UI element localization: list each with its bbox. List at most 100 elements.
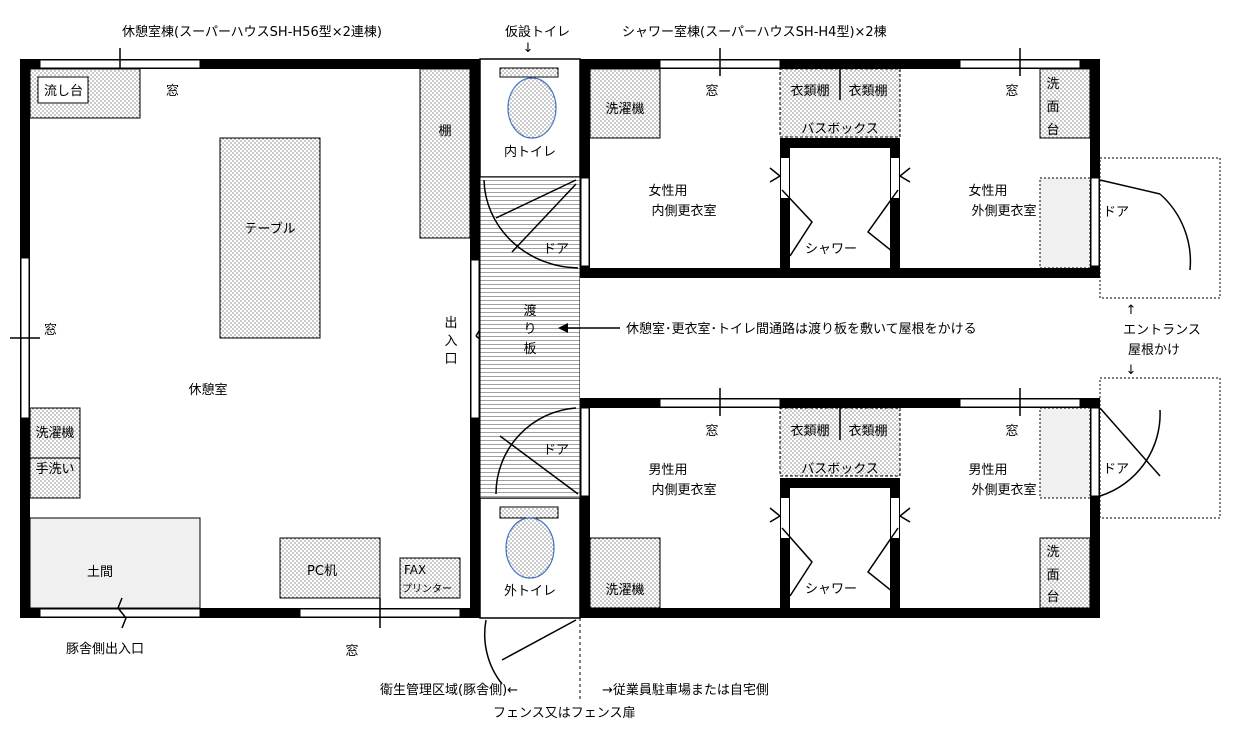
passage-note: 休憩室･更衣室･トイレ間通路は渡り板を敷いて屋根をかける bbox=[626, 321, 977, 337]
earth-floor-label: 土間 bbox=[87, 565, 113, 580]
basin-women-char-2: 面 bbox=[1046, 100, 1059, 115]
entrance-roof-men bbox=[1099, 377, 1221, 519]
shower-women-wall-right bbox=[890, 138, 900, 268]
entrance-char-1: 出 bbox=[444, 316, 457, 331]
window-label-men-inner: 窓 bbox=[705, 423, 718, 439]
entrance-roof-women bbox=[1099, 157, 1221, 299]
bridge-door-top-label: ドア bbox=[543, 242, 569, 257]
rest-room-label: 休憩室 bbox=[188, 382, 227, 398]
shower-women-door-left bbox=[781, 189, 813, 257]
sink-label: 流し台 bbox=[44, 84, 83, 99]
table-label: テーブル bbox=[244, 221, 295, 237]
men-door-landing bbox=[1039, 407, 1091, 499]
fence-door-leaf bbox=[501, 619, 577, 661]
shower-men-door-right bbox=[866, 527, 899, 597]
earth-floor bbox=[29, 517, 201, 609]
pc-desk-label: PC机 bbox=[307, 564, 337, 579]
washer-men bbox=[589, 537, 661, 609]
shower-women-opening-right bbox=[891, 158, 899, 198]
staff-side-label: →従業員駐車場または自宅側 bbox=[602, 682, 769, 698]
shower-men-wall-left bbox=[780, 478, 790, 608]
window-label-rest-top: 窓 bbox=[166, 83, 179, 99]
washer-men-label: 洗濯機 bbox=[605, 583, 644, 598]
entrance-char-2: 入 bbox=[444, 334, 457, 349]
men-inner-label-1: 男性用 bbox=[648, 463, 687, 478]
wash-basin-women bbox=[1039, 68, 1091, 139]
washer-rest-label: 洗濯機 bbox=[35, 426, 74, 441]
shower-women-mark-right bbox=[898, 167, 911, 183]
women-wall-bottom bbox=[580, 268, 1100, 278]
shower-men-opening-left bbox=[781, 498, 789, 538]
fax-printer bbox=[399, 557, 461, 599]
basin-women-char-1: 洗 bbox=[1046, 77, 1059, 92]
women-inner-label-1: 女性用 bbox=[648, 183, 687, 199]
bridge-board bbox=[479, 176, 581, 499]
inner-toilet-bowl bbox=[507, 77, 557, 139]
inner-toilet-tank bbox=[499, 67, 559, 78]
bridge-char-2: り bbox=[523, 322, 536, 337]
rest-entrance-opening bbox=[470, 259, 480, 419]
bridge-door-top-leaf2 bbox=[511, 183, 577, 253]
men-wall-left bbox=[580, 398, 590, 618]
shelf bbox=[419, 68, 471, 239]
shower-women-door-right bbox=[866, 189, 899, 257]
women-wall-left bbox=[580, 59, 590, 278]
women-inner-label-2: 内側更衣室 bbox=[651, 203, 716, 219]
men-inner-door-opening bbox=[580, 407, 590, 497]
washer-rest bbox=[29, 407, 81, 459]
outer-toilet-label: 外トイレ bbox=[504, 584, 556, 599]
temp-toilet-arrow: ↓ bbox=[523, 41, 534, 56]
women-wall-top bbox=[580, 59, 1100, 69]
men-outer-door-swing bbox=[1099, 409, 1161, 497]
men-outer-label-2: 外側更衣室 bbox=[971, 482, 1036, 498]
shower-men-wall-top bbox=[780, 478, 900, 488]
toilet-area bbox=[479, 58, 1100, 700]
bridge-door-bottom-swing bbox=[495, 407, 577, 495]
hygiene-area-label: 衛生管理区域(豚舎側)← bbox=[380, 683, 518, 698]
shower-men-mark-right bbox=[898, 507, 911, 523]
entrance-roof-arrow-up: ↑ bbox=[1126, 303, 1137, 318]
men-shower-building bbox=[580, 377, 1221, 618]
men-outer-label-1: 男性用 bbox=[968, 463, 1007, 478]
passage-white bbox=[580, 277, 1100, 398]
basin-women-char-3: 台 bbox=[1046, 123, 1059, 138]
bridge-door-bottom-leaf bbox=[499, 435, 579, 495]
women-outer-door-label: ドア bbox=[1103, 205, 1129, 220]
shower-men-mark-left bbox=[769, 507, 782, 523]
men-outer-door-leaf bbox=[1099, 407, 1161, 477]
outer-toilet-bowl bbox=[505, 517, 555, 579]
shower-women-wall-top bbox=[780, 138, 900, 148]
hand-wash-label: 手洗い bbox=[35, 462, 74, 477]
men-wall-top bbox=[580, 398, 1100, 408]
basin-men-char-3: 台 bbox=[1046, 590, 1059, 605]
men-wall-bottom bbox=[580, 608, 1100, 618]
washer-women-label: 洗濯機 bbox=[605, 102, 644, 117]
clothes-shelf-women-1: 衣類棚 bbox=[790, 83, 829, 99]
pig-door-mark-2 bbox=[117, 607, 127, 619]
window-label-men-outer: 窓 bbox=[1005, 423, 1018, 439]
shower-women-mark-left bbox=[769, 167, 782, 183]
men-outer-door-label: ドア bbox=[1103, 462, 1129, 477]
pc-desk bbox=[279, 537, 381, 599]
shower-women-opening-left bbox=[781, 158, 789, 198]
basin-men-char-2: 面 bbox=[1046, 568, 1059, 583]
rest-wall-bottom bbox=[20, 608, 480, 618]
clothes-shelf-men-2: 衣類棚 bbox=[848, 423, 887, 439]
shower-men-label: シャワー bbox=[805, 582, 857, 597]
window-rest-bottom-left bbox=[39, 608, 201, 618]
women-inner-door-opening bbox=[580, 177, 590, 267]
printer-label: プリンター bbox=[402, 583, 452, 595]
women-outer-door-leaf bbox=[1099, 179, 1161, 195]
men-outer-door-opening bbox=[1090, 407, 1100, 497]
window-label-rest-left: 窓 bbox=[44, 322, 57, 338]
shower-men-wall-right bbox=[890, 478, 900, 608]
wash-basin-men bbox=[1039, 537, 1091, 609]
outer-toilet-tank bbox=[499, 506, 559, 519]
entrance-char-3: 口 bbox=[444, 352, 457, 367]
shower-building-title: シャワー室棟(スーパーハウスSH-H4型)×2棟 bbox=[622, 24, 887, 40]
entrance-roof-label-1: エントランス bbox=[1123, 323, 1201, 338]
bath-box-men: バスボックス bbox=[801, 462, 879, 477]
clothes-shelf-women-2: 衣類棚 bbox=[848, 83, 887, 99]
women-outer-label-1: 女性用 bbox=[968, 183, 1007, 199]
